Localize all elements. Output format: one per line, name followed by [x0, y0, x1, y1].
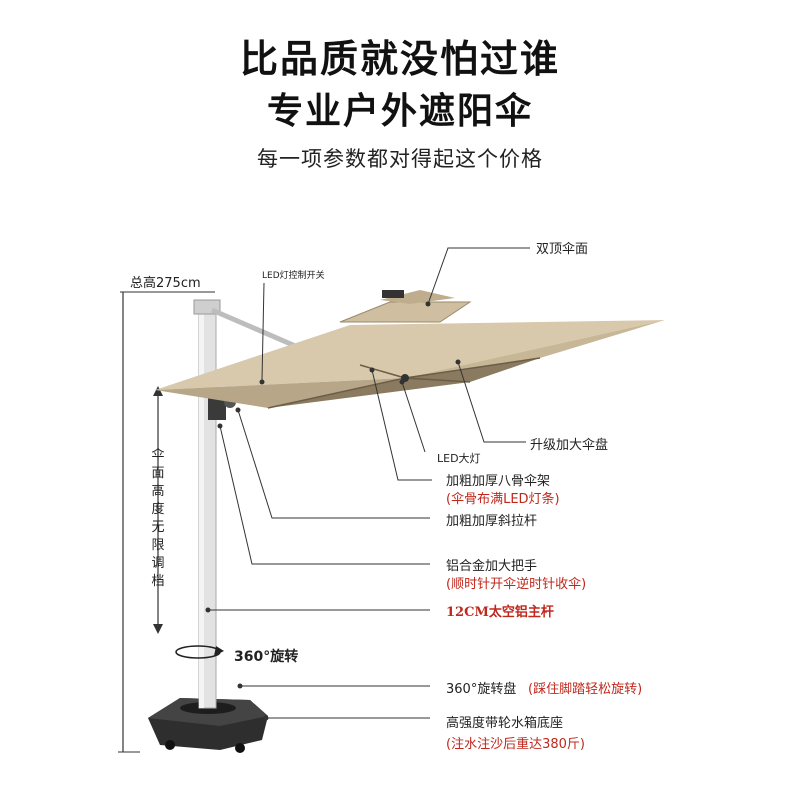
canopy-adjust-arrow	[153, 386, 163, 634]
canopy-height-label: 伞面高度无限调档	[151, 448, 165, 589]
callout-upgraded-plate: 升级加大伞盘	[530, 438, 609, 453]
callout-rotation-plate: 360°旋转盘	[446, 682, 517, 697]
callout-ribs: 加粗加厚八骨伞架	[446, 474, 551, 489]
water-tank-base	[148, 698, 268, 753]
height-dimension-line	[118, 291, 215, 753]
headline-line2: 专业户外遮阳伞	[266, 91, 533, 132]
callout-leaders	[208, 247, 530, 719]
canopy	[155, 290, 665, 409]
rotation-ring	[175, 645, 224, 659]
callout-double-top: 双顶伞面	[536, 242, 589, 257]
callout-base: 高强度带轮水箱底座	[446, 716, 564, 731]
callout-dots	[205, 301, 461, 721]
callout-led-light: LED大灯	[437, 452, 481, 465]
callout-handle-note: (顺时针开伞逆时针收伞)	[446, 577, 587, 592]
callout-led-switch: LED灯控制开关	[262, 271, 325, 281]
callout-main-pole: 12CM太空铝主杆	[446, 605, 554, 620]
headline-line1: 比品质就没怕过谁	[239, 37, 560, 81]
callout-handle: 铝合金加大把手	[446, 559, 538, 574]
callout-rotation-plate-note: (踩住脚踏轻松旋转)	[528, 682, 643, 697]
callout-rotation: 360°旋转	[234, 649, 299, 665]
callout-base-note: (注水注沙后重达380斤)	[446, 737, 585, 752]
callout-struts: 加粗加厚斜拉杆	[446, 514, 538, 529]
total-height-label: 总高275cm	[130, 276, 201, 291]
headline-subline: 每一项参数都对得起这个价格	[257, 147, 543, 171]
callout-ribs-note: (伞骨布满LED灯条)	[446, 492, 560, 507]
